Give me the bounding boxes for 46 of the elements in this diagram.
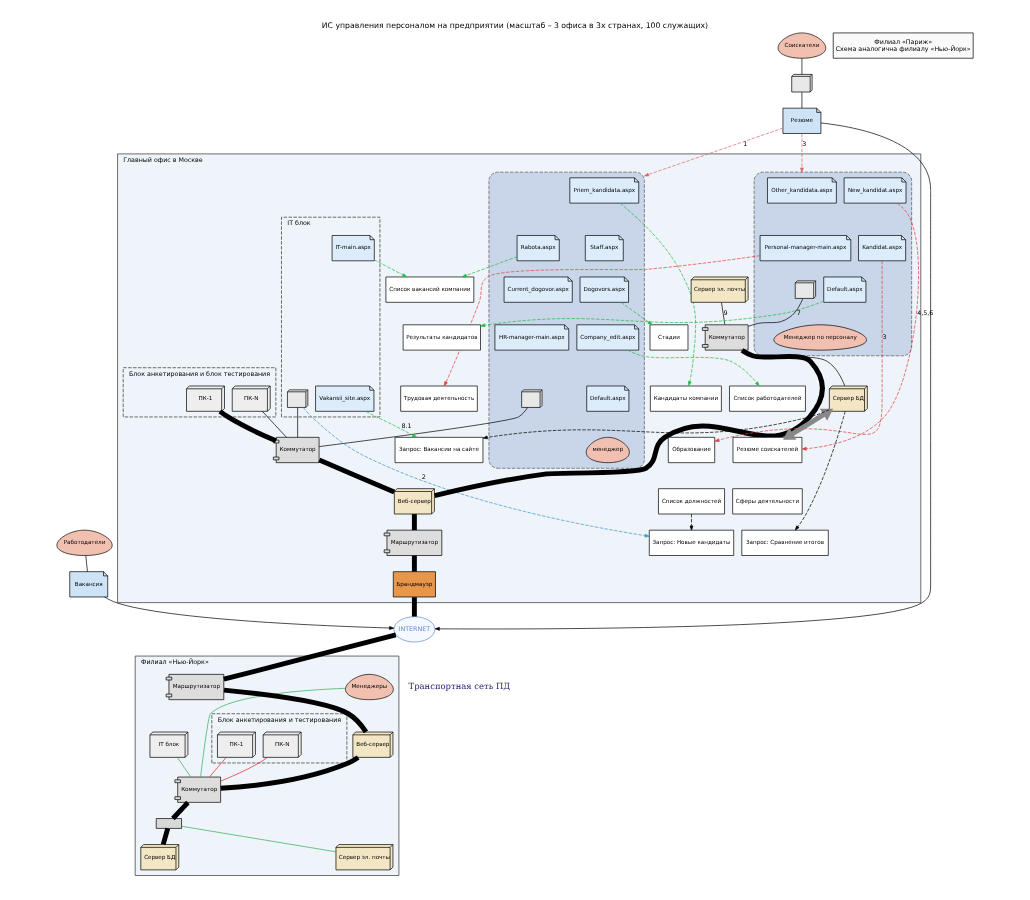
arrow	[480, 300, 824, 328]
connector	[177, 757, 192, 778]
connector	[411, 555, 417, 572]
connector	[721, 302, 726, 325]
connector	[220, 757, 268, 782]
arrow	[482, 409, 830, 440]
connector	[318, 407, 528, 447]
connector	[262, 411, 287, 438]
connector	[748, 298, 804, 327]
arrow	[644, 127, 784, 177]
connector	[411, 597, 417, 617]
connector	[160, 827, 171, 845]
arrow	[444, 255, 761, 387]
cluster	[753, 171, 912, 357]
arrow	[689, 513, 694, 531]
arrow	[800, 133, 804, 173]
arrow	[302, 407, 650, 538]
arrow	[434, 122, 931, 631]
connector	[223, 687, 368, 734]
connector	[411, 514, 417, 531]
connector	[741, 349, 846, 387]
connector	[297, 407, 298, 438]
connector	[181, 825, 337, 853]
arrow	[365, 411, 418, 438]
arrow	[783, 408, 834, 440]
connector	[171, 800, 190, 821]
connector	[200, 687, 346, 778]
connector	[220, 755, 360, 791]
connector	[85, 555, 88, 572]
arrow	[801, 202, 919, 451]
connector	[318, 457, 396, 495]
arrow	[104, 596, 395, 630]
connector	[223, 632, 397, 682]
arrow	[627, 349, 760, 387]
arrow	[714, 260, 883, 442]
cluster	[488, 171, 645, 469]
arrow	[461, 256, 518, 278]
node-box	[155, 818, 182, 829]
arrow	[794, 411, 846, 531]
arrow	[620, 302, 653, 325]
connector	[801, 58, 803, 75]
connector	[434, 348, 825, 498]
arrow	[374, 259, 408, 278]
connector	[209, 757, 227, 778]
connector	[218, 409, 277, 443]
arrow	[619, 203, 696, 387]
